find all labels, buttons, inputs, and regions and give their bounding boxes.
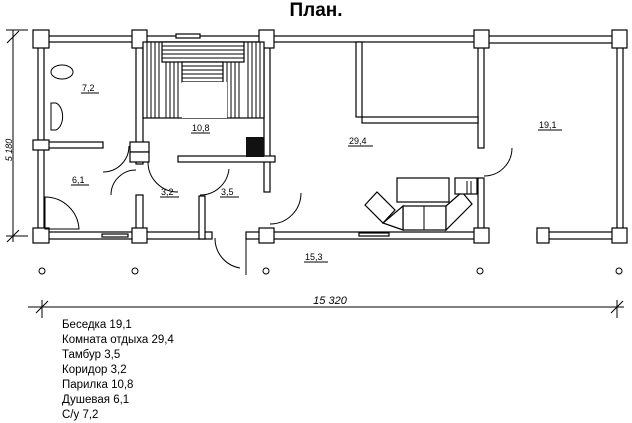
legend-item: Коридор 3,2 [62, 364, 127, 376]
legend-item: Парилка 10,8 [62, 379, 134, 391]
legend-item: Душевая 6,1 [62, 394, 130, 406]
column-markers [38, 267, 623, 275]
area-su: 7,2 [82, 83, 95, 93]
plan-title: План. [289, 0, 343, 21]
legend-item: С/у 7,2 [62, 409, 99, 421]
width-dimension: 15 320 [313, 295, 348, 307]
room-labels: 7,2 10,8 6,1 3,2 3,5 29,4 19,1 15,3 [71, 83, 562, 263]
shower-cabin-icon [44, 196, 80, 230]
area-besedka: 19,1 [539, 120, 557, 130]
dimension-lines: 5 180 15 320 [4, 29, 624, 318]
legend-item: Беседка 19,1 [62, 319, 132, 331]
height-dimension: 5 180 [4, 139, 14, 162]
doors [102, 145, 513, 275]
stove-icon [246, 137, 264, 157]
area-terrace: 15,3 [305, 252, 323, 262]
area-koridor: 3,2 [161, 187, 174, 197]
area-tambur: 3,5 [221, 187, 234, 197]
legend-item: Тамбур 3,5 [62, 349, 121, 361]
legend-item: Комната отдыха 29,4 [62, 334, 174, 346]
sofa-icon [364, 177, 478, 232]
area-parilka: 10,8 [192, 123, 210, 133]
area-komnata: 29,4 [349, 136, 367, 146]
sauna-benches [142, 41, 265, 157]
toilet-icon [50, 64, 74, 80]
walls [32, 29, 628, 244]
sink-icon [50, 102, 64, 131]
area-dush: 6,1 [72, 175, 85, 185]
room-legend: Беседка 19,1 Комната отдыха 29,4 Тамбур … [62, 318, 174, 423]
